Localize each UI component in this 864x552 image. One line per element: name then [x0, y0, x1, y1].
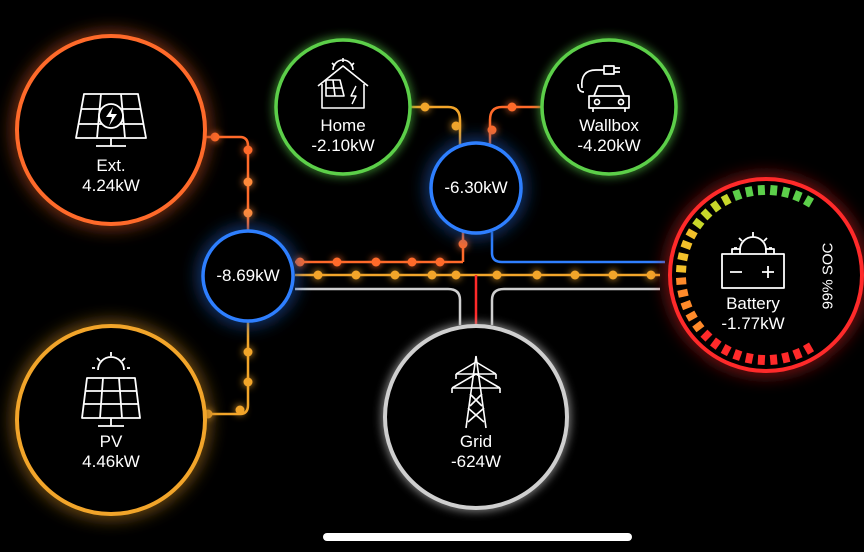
soc-tick: [732, 349, 743, 361]
grid-name: Grid: [459, 432, 493, 451]
soc-tick: [720, 193, 732, 206]
soc-tick: [692, 217, 705, 230]
home-label: Home -2.10kW: [311, 116, 374, 156]
soc-tick: [744, 186, 754, 198]
battery-soc-text: 99% SOC: [819, 242, 837, 310]
node-wallbox[interactable]: [540, 38, 678, 176]
soc-tick: [792, 348, 803, 360]
car-charger-icon: [577, 65, 630, 112]
flow-hub-left-low: [295, 287, 462, 325]
hub-left-value: -8.69kW: [216, 266, 280, 285]
home-indicator[interactable]: [323, 533, 632, 541]
battery-sun-icon: [721, 232, 785, 289]
soc-tick: [781, 186, 791, 199]
home-value: -2.10kW: [311, 136, 375, 155]
pv-value: 4.46kW: [82, 452, 140, 471]
node-battery[interactable]: [668, 177, 864, 373]
soc-tick: [769, 354, 778, 365]
battery-name: Battery: [726, 294, 780, 313]
soc-tick: [802, 342, 815, 355]
soc-tick: [710, 200, 722, 213]
home-name: Home: [320, 116, 366, 135]
grid-label: Grid -624W: [451, 432, 501, 472]
flow-grid-right: [490, 287, 660, 325]
flow-dots: [203, 102, 656, 419]
wallbox-name: Wallbox: [579, 116, 639, 135]
soc-tick: [685, 228, 698, 240]
flow-pv-to-hub: [200, 320, 250, 416]
soc-tick: [677, 252, 689, 262]
battery-value: -1.77kW: [721, 314, 785, 333]
ext-name: Ext.: [96, 156, 126, 175]
flow-ext-to-hub: [198, 135, 250, 232]
soc-tick: [720, 344, 732, 357]
house-solar-icon: [317, 58, 369, 109]
soc-tick: [675, 265, 687, 273]
hub-right: [429, 141, 523, 235]
soc-tick: [685, 310, 698, 322]
soc-tick: [677, 288, 689, 298]
pv-label: PV 4.46kW: [82, 432, 140, 472]
soc-tick: [680, 299, 693, 311]
wallbox-label: Wallbox -4.20kW: [577, 116, 640, 156]
power-pylon-icon: [451, 355, 501, 429]
soc-tick: [802, 195, 815, 208]
soc-tick: [792, 190, 803, 202]
node-ext[interactable]: [15, 34, 207, 226]
solar-panel-sun-icon: [81, 352, 141, 427]
soc-tick: [781, 351, 791, 364]
solar-panel-bolt-icon: [75, 93, 147, 147]
soc-tick: [710, 337, 722, 350]
soc-tick: [757, 184, 766, 196]
soc-tick: [732, 189, 743, 201]
battery-soc-gauge: [675, 184, 815, 366]
flow-wallbox-to-hub: [488, 105, 542, 145]
hub-right-value: -6.30kW: [444, 178, 508, 197]
soc-tick: [757, 354, 766, 366]
grid-value: -624W: [450, 452, 502, 471]
hub-left: [201, 229, 295, 323]
soc-tick: [700, 329, 713, 342]
soc-tick: [744, 352, 754, 364]
pv-name: PV: [99, 432, 123, 451]
soc-tick: [769, 185, 778, 196]
ext-value: 4.24kW: [82, 176, 140, 195]
wallbox-value: -4.20kW: [577, 136, 641, 155]
battery-label: Battery -1.77kW: [721, 294, 784, 334]
soc-tick: [700, 208, 713, 221]
flow-home-to-hub: [408, 105, 462, 145]
node-grid[interactable]: [383, 324, 569, 510]
flow-hub-right-battery: [490, 232, 665, 264]
soc-tick: [680, 239, 693, 251]
soc-tick: [675, 277, 687, 285]
node-home[interactable]: [274, 38, 412, 176]
ext-label: Ext. 4.24kW: [82, 156, 140, 196]
soc-tick: [692, 320, 705, 333]
